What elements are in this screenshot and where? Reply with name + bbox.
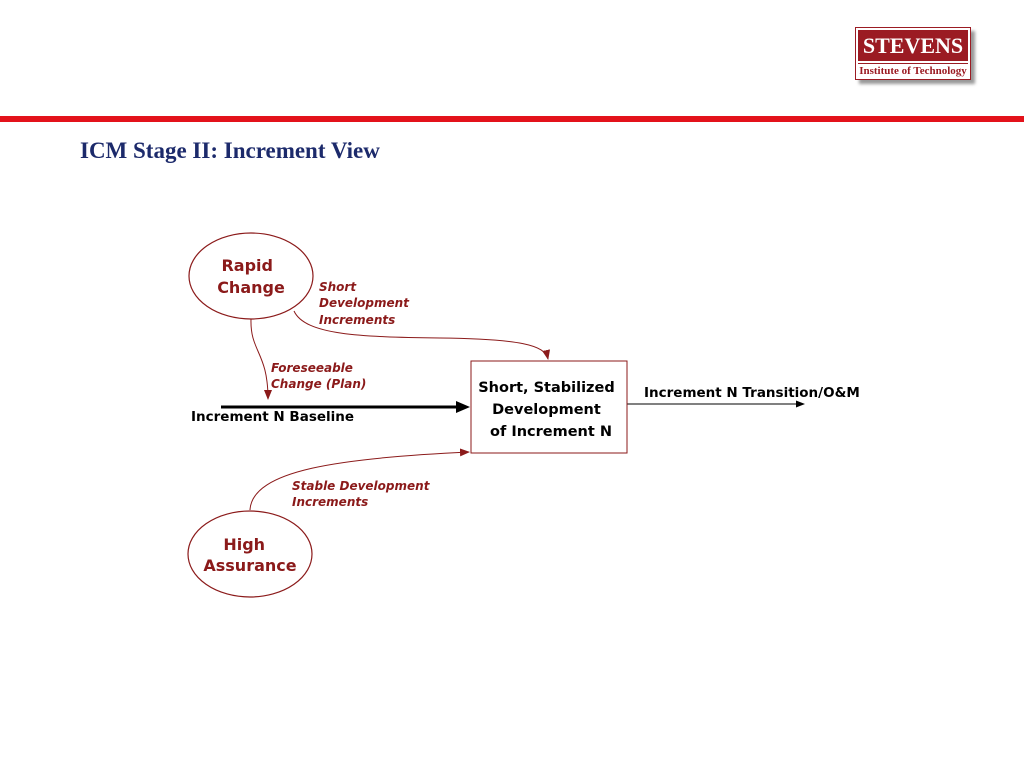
high-assurance-node xyxy=(187,510,313,598)
slide-title: ICM Stage II: Increment View xyxy=(80,138,380,163)
foreseeable-change-label-line: Change (Plan) xyxy=(271,377,366,391)
high-assurance-label: High Assurance xyxy=(203,535,296,575)
transition-label: Increment N Transition/O&M xyxy=(644,385,860,401)
short-development-edge xyxy=(293,310,551,360)
foreseeable-change-label: Foreseeable Change (Plan) xyxy=(271,361,366,391)
stable-development-label-line: Stable Development xyxy=(292,479,431,493)
short-development-label: Short Development Increments xyxy=(319,280,413,327)
rapid-change-node xyxy=(188,232,314,320)
increment-n-box-label-line: Development xyxy=(492,402,601,418)
rapid-change-label-line: Change xyxy=(217,278,285,297)
increment-n-box-label: Short, Stabilized Development of Increme… xyxy=(478,380,620,440)
increment-n-box-label-line: of Increment N xyxy=(490,424,612,440)
increment-n-box-label-line: Short, Stabilized xyxy=(478,380,614,396)
high-assurance-label-line: Assurance xyxy=(203,556,296,575)
short-development-label-line: Development xyxy=(319,296,410,310)
stable-development-edge xyxy=(249,448,470,511)
increment-n-box xyxy=(470,360,628,454)
foreseeable-change-label-line: Foreseeable xyxy=(271,361,353,375)
logo-name: STEVENS xyxy=(858,30,968,61)
high-assurance-label-line: High xyxy=(223,535,265,554)
foreseeable-change-edge xyxy=(250,318,272,400)
stevens-logo: STEVENS Institute of Technology xyxy=(855,27,971,80)
baseline-label: Increment N Baseline xyxy=(191,409,354,425)
stable-development-label: Stable Development Increments xyxy=(292,479,434,509)
short-development-label-line: Short xyxy=(319,280,357,294)
stable-development-label-line: Increments xyxy=(292,495,368,509)
logo-subtitle: Institute of Technology xyxy=(858,63,968,77)
rapid-change-label: Rapid Change xyxy=(217,256,285,297)
rapid-change-label-line: Rapid xyxy=(221,256,273,275)
short-development-label-line: Increments xyxy=(319,313,395,327)
header-rule xyxy=(0,116,1024,122)
